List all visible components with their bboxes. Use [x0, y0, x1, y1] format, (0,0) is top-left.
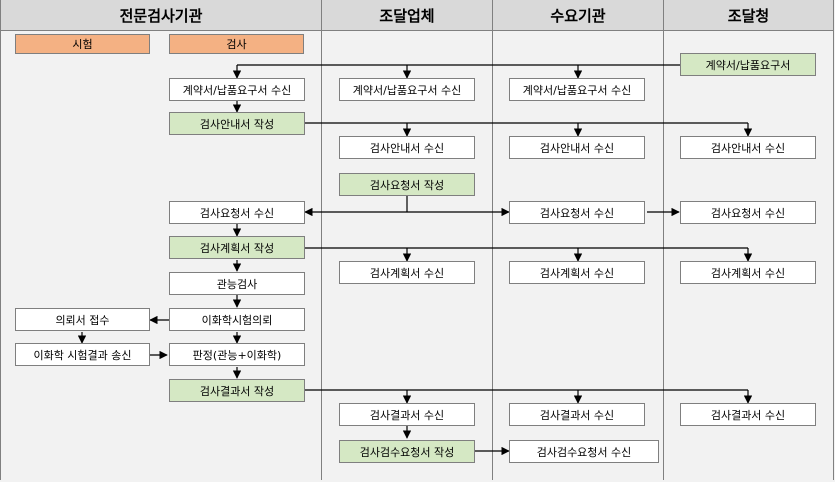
- demand-result-received-node: 검사결과서 수신: [509, 403, 645, 426]
- lane-header-demand: 수요기관: [493, 0, 663, 31]
- visual-inspection-node: 관능검사: [169, 272, 305, 295]
- role-inspection-label: 검사: [169, 34, 304, 54]
- demand-guide-received-node: 검사안내서 수신: [509, 136, 645, 159]
- pps-result-received-node: 검사결과서 수신: [680, 403, 816, 426]
- pps-contract-node: 계약서/납품요구서: [680, 53, 816, 76]
- result-write-node: 검사결과서 작성: [169, 379, 305, 402]
- lane-supplier: 조달업체: [322, 0, 493, 480]
- request-write-node: 검사요청서 작성: [339, 173, 475, 196]
- lane-agency: 전문검사기관: [0, 0, 322, 480]
- demand-plan-received-node: 검사계획서 수신: [509, 261, 645, 284]
- judgement-node: 판정(관능+이화학): [169, 343, 305, 366]
- chem-test-request-node: 이화학시험의뢰: [169, 308, 305, 331]
- supplier-guide-received-node: 검사안내서 수신: [339, 136, 475, 159]
- pps-request-received-node: 검사요청서 수신: [680, 201, 816, 224]
- supplier-result-received-node: 검사결과서 수신: [339, 403, 475, 426]
- lane-header-supplier: 조달업체: [322, 0, 492, 31]
- supplier-contract-received-node: 계약서/납품요구서 수신: [339, 78, 475, 101]
- demand-acceptance-received-node: 검사검수요청서 수신: [509, 440, 659, 463]
- lane-demand: 수요기관: [493, 0, 664, 480]
- agency-request-received-node: 검사요청서 수신: [169, 201, 305, 224]
- demand-contract-received-node: 계약서/납품요구서 수신: [509, 78, 645, 101]
- agency-contract-received-node: 계약서/납품요구서 수신: [169, 78, 305, 101]
- acceptance-request-write-node: 검사검수요청서 작성: [339, 440, 475, 463]
- pps-guide-received-node: 검사안내서 수신: [680, 136, 816, 159]
- lane-header-agency: 전문검사기관: [1, 0, 321, 31]
- request-receipt-node: 의뢰서 접수: [15, 308, 150, 331]
- lane-procurement: 조달청: [664, 0, 834, 480]
- pps-plan-received-node: 검사계획서 수신: [680, 261, 816, 284]
- demand-request-received-node: 검사요청서 수신: [509, 201, 645, 224]
- guide-write-node: 검사안내서 작성: [169, 112, 305, 135]
- supplier-plan-received-node: 검사계획서 수신: [339, 261, 475, 284]
- lane-header-procurement: 조달청: [664, 0, 833, 31]
- chem-result-send-node: 이화학 시험결과 송신: [15, 343, 150, 366]
- plan-write-node: 검사계획서 작성: [169, 236, 305, 259]
- role-test-label: 시험: [15, 34, 150, 54]
